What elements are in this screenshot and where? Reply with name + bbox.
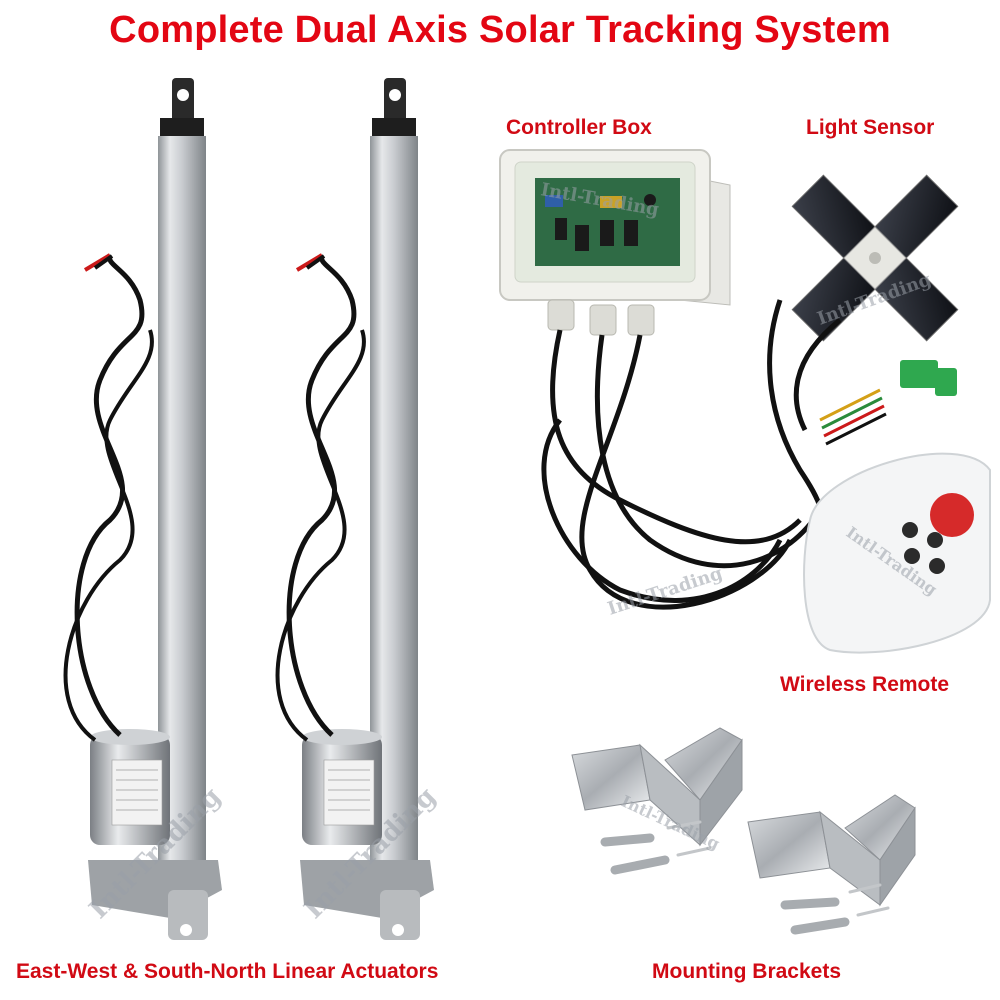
controller-box-label: Controller Box — [506, 116, 652, 139]
light-sensor-label: Light Sensor — [806, 116, 935, 139]
linear-actuator-1 — [63, 78, 222, 940]
controller-box — [499, 149, 731, 336]
wireless-remote-label: Wireless Remote — [780, 673, 950, 696]
wireless-remote — [803, 452, 991, 654]
light-sensor — [791, 174, 959, 446]
linear-actuator-2 — [275, 78, 434, 940]
actuators-label: East-West & South-North Linear Actuators — [16, 960, 439, 983]
mounting-brackets-label: Mounting Brackets — [652, 960, 842, 983]
controller-cables — [541, 299, 825, 610]
page-title: Complete Dual Axis Solar Tracking System — [109, 9, 891, 51]
mounting-brackets — [571, 727, 916, 935]
